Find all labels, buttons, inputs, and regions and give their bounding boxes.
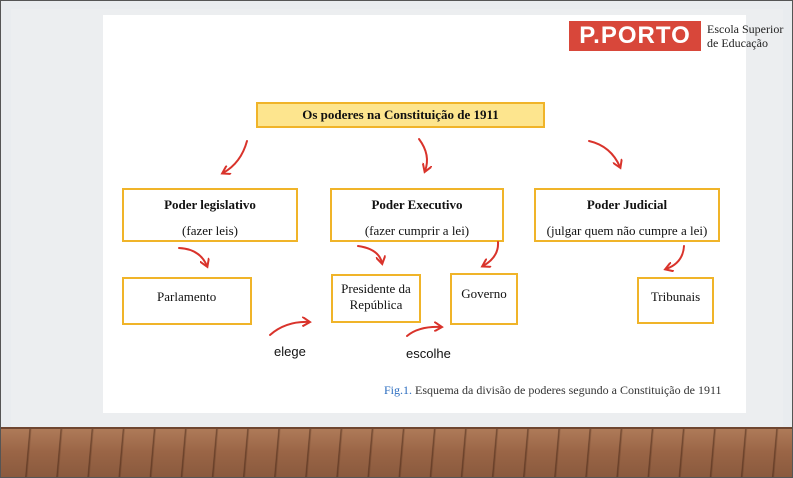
figure-caption: Fig.1. Esquema da divisão de poderes seg… bbox=[384, 383, 722, 398]
relation-label-escolhe: escolhe bbox=[406, 346, 451, 361]
arrow-elege bbox=[269, 322, 309, 336]
arrow-legislative-to-parlamento bbox=[178, 247, 207, 266]
power-box-legislative: Poder legislativo (fazer leis) bbox=[122, 188, 298, 242]
organ-box-governo: Governo bbox=[450, 273, 518, 325]
arrow-executive-to-governo bbox=[483, 241, 500, 266]
organ-label: Governo bbox=[461, 286, 507, 301]
organ-label: Parlamento bbox=[157, 289, 217, 304]
arrow-executive-to-presidente bbox=[357, 245, 382, 263]
school-name: Escola Superior de Educação bbox=[707, 22, 783, 50]
arrow-judicial-to-tribunais bbox=[666, 245, 685, 269]
organ-box-tribunais: Tribunais bbox=[637, 277, 714, 324]
power-desc: (julgar quem não cumpre a lei) bbox=[546, 223, 708, 238]
arrow-title-to-judicial bbox=[588, 140, 620, 167]
power-box-executive: Poder Executivo (fazer cumprir a lei) bbox=[330, 188, 504, 242]
diagram-title: Os poderes na Constituição de 1911 bbox=[256, 102, 545, 128]
relation-label-elege: elege bbox=[274, 344, 306, 359]
organ-label: Tribunais bbox=[650, 289, 701, 304]
school-name-line2: de Educação bbox=[707, 36, 768, 50]
power-desc: (fazer cumprir a lei) bbox=[364, 223, 470, 238]
organ-label-line2: República bbox=[349, 297, 403, 312]
power-box-judicial: Poder Judicial (julgar quem não cumpre a… bbox=[534, 188, 720, 242]
power-desc: (fazer leis) bbox=[182, 223, 238, 238]
school-name-line1: Escola Superior bbox=[707, 22, 784, 36]
arrow-escolhe bbox=[406, 327, 441, 337]
organ-box-parlamento: Parlamento bbox=[122, 277, 252, 325]
organ-label-line1: Presidente da bbox=[341, 281, 411, 296]
arrow-title-to-legislative bbox=[223, 140, 248, 173]
caption-text: Esquema da divisão de poderes segundo a … bbox=[412, 383, 722, 397]
power-name: Poder legislativo bbox=[164, 197, 256, 212]
wooden-floor bbox=[1, 427, 792, 477]
organ-box-presidente: Presidente da República bbox=[331, 274, 421, 323]
power-name: Poder Judicial bbox=[586, 197, 668, 212]
pporto-logo: P.PORTO bbox=[569, 21, 701, 51]
caption-figure-number: Fig.1. bbox=[384, 383, 413, 397]
arrow-title-to-executive bbox=[418, 138, 427, 171]
power-name: Poder Executivo bbox=[371, 197, 463, 212]
